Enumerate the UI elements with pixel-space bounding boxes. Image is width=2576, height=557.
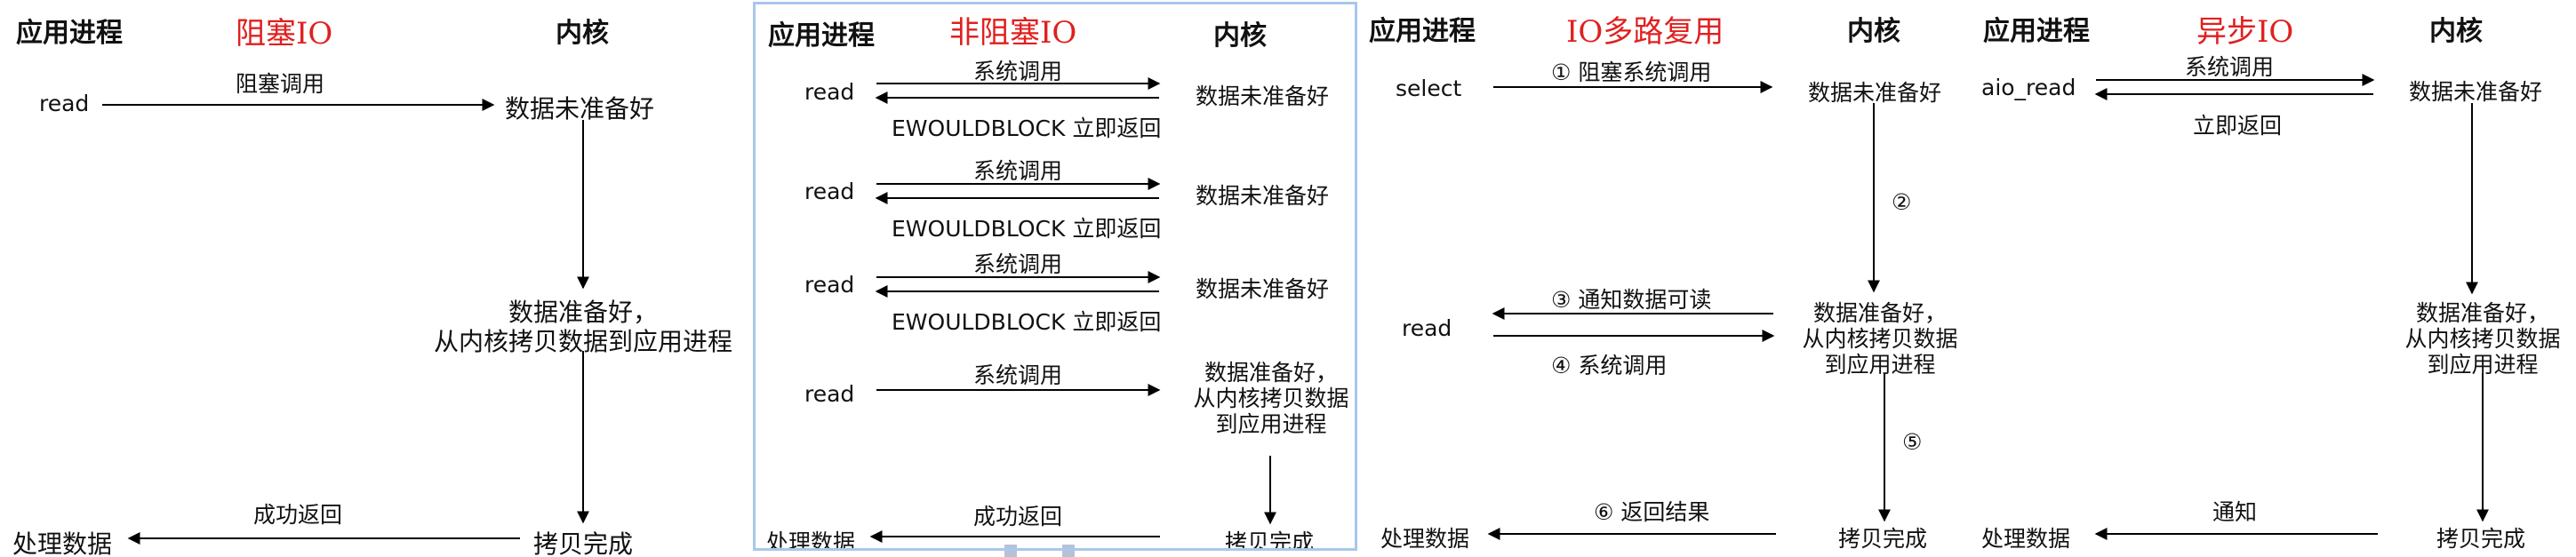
panel-async-io: 应用进程 异步IO 内核 aio_read 系统调用 立即返回 数据未准备好 数… bbox=[1967, 0, 2576, 557]
data-not-ready-label: 数据未准备好 bbox=[1196, 84, 1330, 109]
data-ready-label-line1: 数据准备好， bbox=[2415, 300, 2549, 326]
data-ready-label-line3: 到应用进程 bbox=[1215, 411, 1327, 437]
process-data-label: 处理数据 bbox=[766, 529, 856, 551]
read-call-label: read bbox=[804, 179, 855, 204]
background-artifact bbox=[1004, 545, 1017, 557]
success-return-label: 成功返回 bbox=[973, 504, 1063, 529]
panel-nonblocking-io: 应用进程 非阻塞IO 内核 read 系统调用 EWOULDBLOCK 立即返回… bbox=[753, 2, 1357, 551]
panel-title: 异步IO bbox=[2196, 14, 2294, 50]
step4-label: ④ 系统调用 bbox=[1551, 353, 1668, 378]
data-not-ready-label: 数据未准备好 bbox=[1808, 80, 1942, 106]
read-call-label: read bbox=[39, 91, 90, 116]
system-call-label: 系统调用 bbox=[973, 251, 1063, 277]
read-call-label: read bbox=[804, 381, 855, 407]
step2-label: ② bbox=[1892, 189, 1912, 215]
system-call-label: 系统调用 bbox=[2185, 54, 2275, 80]
step3-label: ③ 通知数据可读 bbox=[1551, 287, 1712, 313]
step6-label: ⑥ 返回结果 bbox=[1594, 499, 1710, 525]
ewouldblock-label: EWOULDBLOCK 立即返回 bbox=[892, 309, 1162, 335]
data-ready-label-line3: 到应用进程 bbox=[2427, 352, 2539, 378]
aio-read-call-label: aio_read bbox=[1981, 75, 2076, 100]
app-process-header: 应用进程 bbox=[1369, 16, 1476, 47]
system-call-label: 系统调用 bbox=[973, 59, 1063, 84]
data-not-ready-label: 数据未准备好 bbox=[505, 94, 655, 123]
copy-done-label: 拷贝完成 bbox=[1225, 529, 1315, 551]
process-data-label: 处理数据 bbox=[1380, 526, 1470, 552]
copy-done-label: 拷贝完成 bbox=[2436, 526, 2526, 552]
process-data-label: 处理数据 bbox=[12, 529, 113, 557]
read-call-label: read bbox=[1402, 315, 1452, 341]
data-not-ready-label: 数据未准备好 bbox=[2409, 79, 2543, 105]
data-ready-label-line1: 数据准备好， bbox=[1204, 360, 1338, 386]
step5-label: ⑤ bbox=[1902, 429, 1923, 455]
panel-title: 非阻塞IO bbox=[949, 15, 1077, 51]
panel-io-multiplexing: 应用进程 IO多路复用 内核 select ① 阻塞系统调用 数据未准备好 ② … bbox=[1360, 0, 1964, 557]
data-ready-label-line2: 从内核拷贝数据 bbox=[1802, 326, 1958, 352]
read-call-label: read bbox=[804, 272, 855, 298]
copy-done-label: 拷贝完成 bbox=[1838, 526, 1928, 552]
kernel-header: 内核 bbox=[2429, 16, 2483, 47]
notify-label: 通知 bbox=[2212, 499, 2258, 525]
success-return-label: 成功返回 bbox=[253, 502, 343, 528]
ewouldblock-label: EWOULDBLOCK 立即返回 bbox=[892, 216, 1162, 242]
data-ready-label-line2: 从内核拷贝数据 bbox=[2404, 326, 2561, 352]
data-not-ready-label: 数据未准备好 bbox=[1196, 183, 1330, 209]
blocking-call-label: 阻塞调用 bbox=[236, 71, 325, 97]
blocking-io-arrows bbox=[102, 99, 589, 545]
kernel-header: 内核 bbox=[556, 18, 609, 49]
panel-title: IO多路复用 bbox=[1566, 14, 1724, 50]
background-artifact bbox=[1062, 545, 1075, 557]
system-call-label: 系统调用 bbox=[973, 362, 1063, 388]
read-call-label: read bbox=[804, 79, 855, 105]
data-ready-label-line1: 数据准备好， bbox=[1812, 300, 1947, 326]
data-ready-label-line2: 从内核拷贝数据到应用进程 bbox=[433, 327, 732, 356]
panel-title: 阻塞IO bbox=[236, 16, 333, 52]
data-ready-label-line3: 到应用进程 bbox=[1824, 352, 1936, 378]
data-ready-label-line1: 数据准备好， bbox=[508, 298, 658, 327]
kernel-header: 内核 bbox=[1847, 16, 1900, 47]
select-call-label: select bbox=[1396, 76, 1462, 101]
data-not-ready-label: 数据未准备好 bbox=[1196, 276, 1330, 302]
app-process-header: 应用进程 bbox=[16, 18, 123, 49]
step1-label: ① 阻塞系统调用 bbox=[1551, 60, 1712, 85]
immediate-return-label: 立即返回 bbox=[2193, 113, 2283, 139]
data-ready-label-line2: 从内核拷贝数据 bbox=[1193, 386, 1349, 411]
panel-blocking-io: 应用进程 阻塞IO 内核 read 阻塞调用 数据未准备好 数据准备好， 从内核… bbox=[0, 0, 748, 557]
app-process-header: 应用进程 bbox=[1983, 16, 2090, 47]
copy-done-label: 拷贝完成 bbox=[533, 529, 634, 557]
ewouldblock-label: EWOULDBLOCK 立即返回 bbox=[892, 115, 1162, 141]
app-process-header: 应用进程 bbox=[768, 20, 875, 52]
kernel-header: 内核 bbox=[1213, 20, 1267, 52]
process-data-label: 处理数据 bbox=[1981, 526, 2071, 552]
system-call-label: 系统调用 bbox=[973, 158, 1063, 184]
